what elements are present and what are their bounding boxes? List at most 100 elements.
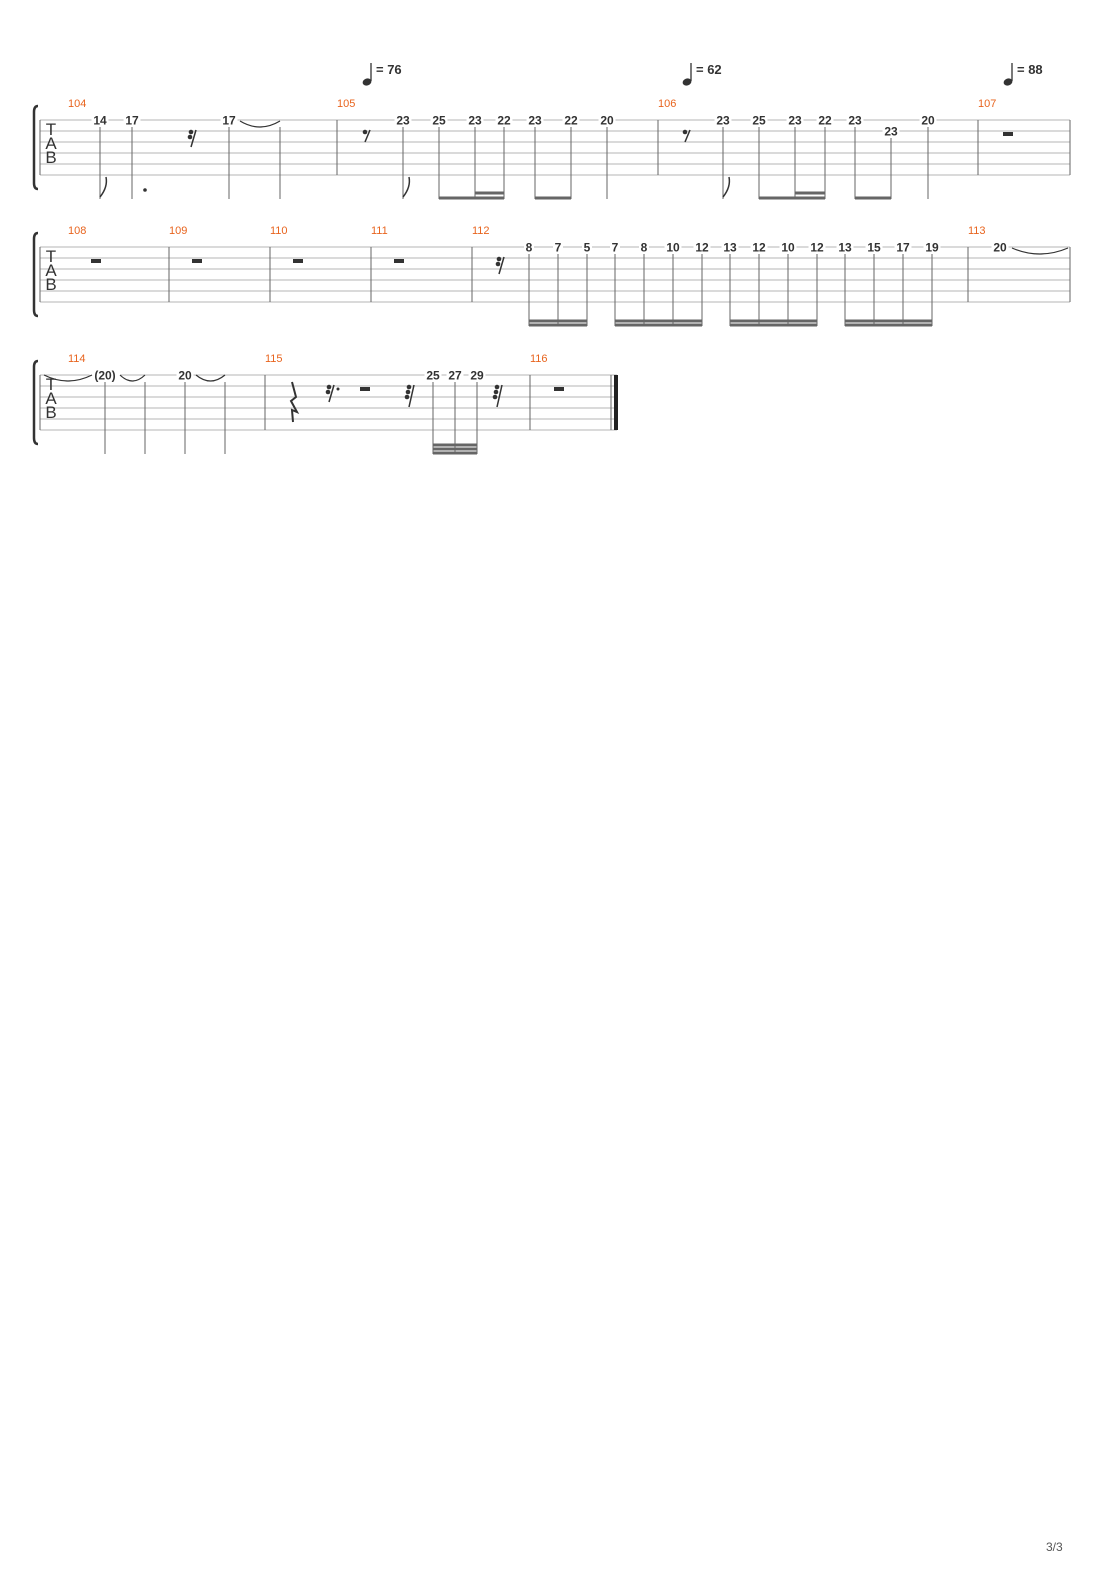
tie bbox=[43, 374, 93, 382]
fret-number: 15 bbox=[867, 241, 881, 255]
tab-clef-letter: B bbox=[45, 275, 56, 294]
fret-number: 13 bbox=[723, 241, 737, 255]
beam bbox=[730, 323, 817, 327]
fret-knockout bbox=[598, 114, 616, 126]
notation-layer bbox=[43, 63, 1069, 455]
fret-number: 7 bbox=[612, 241, 619, 255]
beam bbox=[535, 196, 571, 200]
tempo-label: = 88 bbox=[1017, 62, 1043, 77]
measure-number: 109 bbox=[169, 225, 187, 237]
fret-knockout bbox=[446, 369, 464, 381]
fret-knockout bbox=[495, 114, 513, 126]
fret-knockout bbox=[721, 241, 739, 253]
beam bbox=[730, 319, 817, 323]
note-flag bbox=[722, 176, 731, 198]
half-rest bbox=[91, 259, 101, 263]
tie bbox=[1011, 247, 1069, 255]
tempo-label: = 62 bbox=[696, 62, 722, 77]
fret-knockout bbox=[526, 114, 544, 126]
measure-number: 106 bbox=[658, 98, 676, 110]
fret-number: 17 bbox=[896, 241, 910, 255]
fret-knockout bbox=[610, 241, 620, 253]
fret-knockout bbox=[816, 114, 834, 126]
measure-number: 116 bbox=[530, 353, 548, 365]
fret-number: 12 bbox=[810, 241, 824, 255]
fret-number: 17 bbox=[222, 114, 236, 128]
fret-knockout bbox=[91, 114, 109, 126]
beam bbox=[845, 323, 932, 327]
short-rest bbox=[682, 129, 691, 143]
quarter-rest bbox=[289, 381, 300, 423]
short-rest bbox=[362, 129, 371, 143]
fret-number: 10 bbox=[781, 241, 795, 255]
fret-number: 12 bbox=[695, 241, 709, 255]
fret-knockout bbox=[176, 369, 194, 381]
fret-number: 13 bbox=[838, 241, 852, 255]
fret-number: 23 bbox=[396, 114, 410, 128]
fret-knockout bbox=[553, 241, 563, 253]
measure-number: 105 bbox=[337, 98, 355, 110]
fret-knockout bbox=[991, 241, 1009, 253]
fret-knockout bbox=[693, 241, 711, 253]
short-rest bbox=[187, 129, 197, 148]
page-number: 3/3 bbox=[1046, 1540, 1063, 1554]
tab-clef-letter: A bbox=[45, 389, 57, 408]
fret-knockout bbox=[750, 241, 768, 253]
fret-number: 23 bbox=[788, 114, 802, 128]
measure-number: 114 bbox=[68, 353, 86, 365]
fret-knockout bbox=[639, 241, 649, 253]
tie bbox=[119, 374, 146, 382]
measure-number: 108 bbox=[68, 225, 86, 237]
fret-knockout bbox=[865, 241, 883, 253]
fret-number: 22 bbox=[564, 114, 578, 128]
half-rest bbox=[360, 387, 370, 391]
beam bbox=[433, 443, 477, 447]
tempo-label: = 76 bbox=[376, 62, 402, 77]
system-bracket bbox=[32, 359, 39, 446]
short-rest bbox=[492, 384, 503, 408]
fret-number: 5 bbox=[584, 241, 591, 255]
fret-number: 27 bbox=[448, 369, 462, 383]
fret-number: 22 bbox=[497, 114, 511, 128]
fret-number: 25 bbox=[752, 114, 766, 128]
beam bbox=[759, 196, 825, 200]
fret-number: 23 bbox=[716, 114, 730, 128]
fret-knockout bbox=[808, 241, 826, 253]
measure-number: 107 bbox=[978, 98, 996, 110]
quarter-note-icon bbox=[682, 78, 692, 86]
short-rest bbox=[325, 384, 340, 403]
half-rest bbox=[394, 259, 404, 263]
beam bbox=[433, 451, 477, 455]
fret-number: 23 bbox=[848, 114, 862, 128]
half-rest bbox=[293, 259, 303, 263]
fret-knockout bbox=[468, 369, 486, 381]
fret-number: 23 bbox=[468, 114, 482, 128]
fret-number: 19 bbox=[925, 241, 939, 255]
fret-knockout bbox=[836, 241, 854, 253]
fret-number: 20 bbox=[600, 114, 614, 128]
system-bracket bbox=[32, 104, 39, 191]
fret-number: 23 bbox=[884, 125, 898, 139]
tab-clef-letter: T bbox=[46, 247, 56, 266]
quarter-note-icon bbox=[362, 78, 372, 86]
fret-knockout bbox=[220, 114, 238, 126]
tie bbox=[239, 120, 281, 128]
fret-number: 23 bbox=[528, 114, 542, 128]
tab-clef-letter: B bbox=[45, 403, 56, 422]
beam bbox=[529, 323, 587, 327]
measure-number: 112 bbox=[472, 225, 490, 237]
fret-knockout bbox=[846, 114, 864, 126]
fret-knockout bbox=[779, 241, 797, 253]
fret-knockout bbox=[714, 114, 732, 126]
beam bbox=[855, 196, 891, 200]
fret-number: 22 bbox=[818, 114, 832, 128]
fret-knockout bbox=[424, 369, 442, 381]
fret-number: 25 bbox=[426, 369, 440, 383]
fret-number: 20 bbox=[178, 369, 192, 383]
tie bbox=[195, 374, 226, 382]
fret-knockout bbox=[923, 241, 941, 253]
fret-knockout bbox=[562, 114, 580, 126]
fret-knockout bbox=[394, 114, 412, 126]
augmentation-dot bbox=[143, 188, 147, 192]
